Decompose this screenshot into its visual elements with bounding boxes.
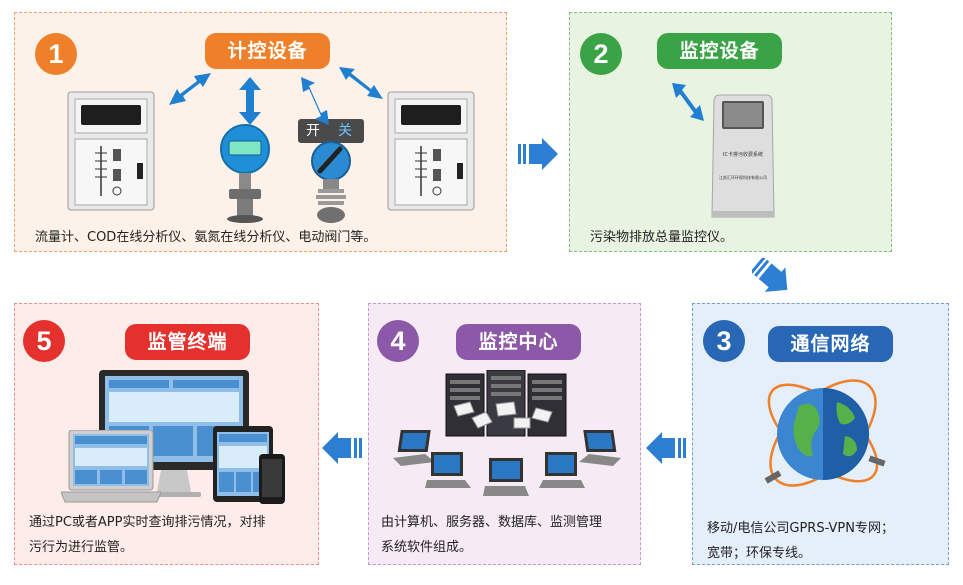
valve-open-label: 开 <box>306 123 320 139</box>
laptop-icon <box>579 430 621 466</box>
step-number-1: 1 <box>35 33 77 75</box>
globe-icon <box>764 379 886 487</box>
step-title-5: 监管终端 <box>125 324 250 360</box>
step-panel-1: 1 计控设备 开 关 <box>14 12 507 252</box>
step-description-4-line-1: 由计算机、服务器、数据库、监测管理 <box>381 515 603 530</box>
step-number-5: 5 <box>23 320 65 362</box>
flow-arrow-right-icon <box>518 138 558 170</box>
step-description-1: 流量计、COD在线分析仪、氨氮在线分析仪、电动阀门等。 <box>35 230 377 245</box>
step-description-5-line-1: 通过PC或者APP实时查询排污情况，对排 <box>29 515 266 530</box>
double-arrow-icon <box>672 83 704 121</box>
valve-icon <box>311 141 351 223</box>
step-description-2: 污染物排放总量监控仪。 <box>590 230 734 245</box>
step-description-3: 移动/电信公司GPRS-VPN专网； 宽带；环保专线。 <box>707 516 894 566</box>
step-panel-2: 2 监控设备 IC卡排污收费系统 江苏汇环环保科技有限公司 污染物排放总量监控仪… <box>569 12 892 252</box>
kiosk-label-1: IC卡排污收费系统 <box>723 152 763 158</box>
flowmeter-icon <box>220 124 270 223</box>
double-arrow-icon <box>169 73 211 105</box>
step-description-5-line-2: 污行为进行监管。 <box>29 540 134 555</box>
step-title-1: 计控设备 <box>205 33 330 69</box>
double-arrow-icon <box>339 67 383 99</box>
step-number-3: 3 <box>703 320 745 362</box>
laptop-icon <box>425 452 471 488</box>
monitor-icon <box>99 370 249 497</box>
laptop-icon <box>539 452 585 488</box>
flow-arrow-down-icon <box>752 258 788 292</box>
valve-close-label: 关 <box>338 123 352 139</box>
double-arrow-icon <box>239 77 261 125</box>
step-panel-4: 4 监控中心 <box>368 303 641 565</box>
kiosk-label-2: 江苏汇环环保科技有限公司 <box>719 175 767 180</box>
step-number-2: 2 <box>580 33 622 75</box>
step-panel-5: 5 监管终端 通过PC或者APP实时查询排污情况，对排 污行为进行监管。 <box>14 303 319 565</box>
step-panel-3: 3 通信网络 移动/电信公司GPRS-VPN专网； 宽带；环保专线。 <box>692 303 949 565</box>
step-description-4-line-2: 系统软件组成。 <box>381 540 473 555</box>
laptop-icon <box>61 430 161 503</box>
cabinet-icon <box>387 91 475 211</box>
phone-icon <box>259 454 285 504</box>
flow-arrow-left-icon <box>646 432 686 464</box>
step-description-5: 通过PC或者APP实时查询排污情况，对排 污行为进行监管。 <box>29 510 266 560</box>
step-title-2: 监控设备 <box>657 33 782 69</box>
cabinet-icon <box>67 91 155 211</box>
step-description-3-line-1: 移动/电信公司GPRS-VPN专网； <box>707 521 894 536</box>
double-arrow-icon <box>301 77 329 125</box>
kiosk-icon: IC卡排污收费系统 江苏汇环环保科技有限公司 <box>710 93 776 219</box>
valve-label: 开 关 <box>298 119 364 143</box>
step-title-4: 监控中心 <box>456 324 581 360</box>
step-description-4: 由计算机、服务器、数据库、监测管理 系统软件组成。 <box>381 510 602 560</box>
step-title-3: 通信网络 <box>768 326 893 362</box>
step-description-3-line-2: 宽带；环保专线。 <box>707 546 812 561</box>
server-icon <box>445 370 567 437</box>
step-number-4: 4 <box>377 320 419 362</box>
flow-arrow-left-icon <box>322 432 362 464</box>
laptop-icon <box>483 458 529 496</box>
laptop-icon <box>393 430 435 466</box>
